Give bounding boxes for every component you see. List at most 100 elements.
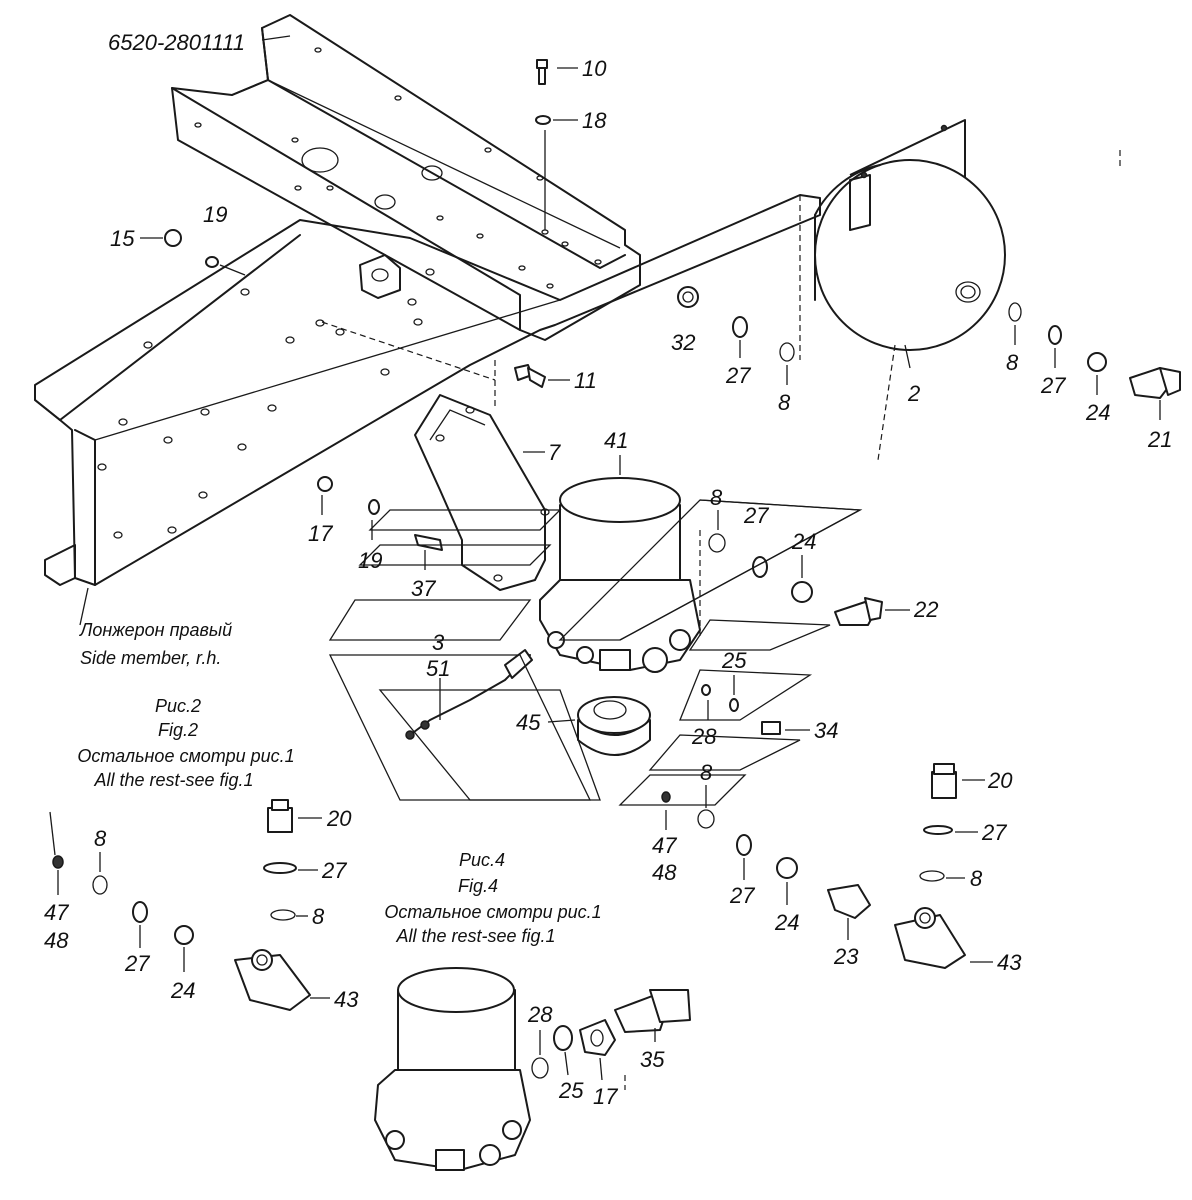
callout: 8 (1006, 350, 1019, 375)
callout: 23 (833, 944, 859, 969)
o-ring-25a (729, 698, 739, 712)
callout: 22 (913, 597, 938, 622)
leader-lines (49, 35, 1161, 1081)
callout: 27 (981, 820, 1007, 845)
callout: 32 (671, 330, 695, 355)
washer-8c (708, 533, 726, 553)
heater-cable (405, 649, 533, 740)
callout: 45 (516, 710, 541, 735)
washer-19a (205, 256, 219, 268)
nut-24c (776, 857, 798, 879)
part-number-label: 6520-2801111 (108, 30, 245, 55)
callout: 8 (700, 760, 713, 785)
o-ring-27a (732, 316, 748, 338)
assembly-axis-lines (321, 150, 1121, 1090)
o-ring-27g (132, 901, 148, 923)
nut-17b (579, 1019, 616, 1056)
o-ring-47b (52, 855, 64, 869)
callout: 10 (582, 56, 607, 81)
fig4-en: Fig.4 (458, 876, 498, 896)
washer-18 (535, 115, 551, 125)
heater-element (577, 696, 651, 756)
fitting-23 (827, 884, 871, 919)
callout: 47 (652, 833, 677, 858)
callout: 27 (729, 883, 755, 908)
o-ring-27c (752, 556, 768, 578)
cross-member-bracket (171, 14, 641, 341)
callout: 8 (710, 485, 723, 510)
tee-valve-43b (234, 949, 311, 1011)
callout: 24 (1085, 400, 1110, 425)
fitting-34 (761, 721, 781, 735)
fig4-rest-ru: Остальное смотри рис.1 (384, 902, 601, 922)
washer-28a (701, 684, 711, 696)
o-ring-27d (923, 825, 953, 835)
o-ring-27f (263, 862, 297, 874)
o-ring-25b (553, 1025, 573, 1051)
fig2-rest-ru: Остальное смотри рис.1 (77, 746, 294, 766)
fig4-rest-en: All the rest-see fig.1 (395, 926, 555, 946)
air-dryer-lower (374, 967, 531, 1171)
stud-37 (414, 534, 443, 551)
bolt-10 (536, 59, 548, 85)
side-member-ru: Лонжерон правый (79, 620, 232, 640)
washer-8d (697, 809, 715, 829)
callout: 17 (308, 521, 333, 546)
air-dryer-assembly (539, 477, 701, 673)
nut-15 (164, 229, 182, 247)
fig4-ru: Рис.4 (459, 850, 505, 870)
washer-8b (1008, 302, 1022, 322)
nut-24a (1087, 352, 1107, 372)
adapter-20b (267, 799, 293, 833)
o-ring-27b (1048, 325, 1062, 345)
callout: 28 (691, 724, 717, 749)
callout: 19 (203, 202, 227, 227)
callout: 19 (358, 548, 382, 573)
callout: 7 (548, 440, 561, 465)
callout: 27 (743, 503, 769, 528)
rail-holes (97, 268, 435, 539)
callout: 3 (432, 630, 445, 655)
callout: 27 (321, 858, 347, 883)
callout: 20 (987, 768, 1013, 793)
callout: 25 (558, 1078, 584, 1103)
callout-plates (328, 499, 863, 806)
washer-8a (779, 342, 795, 362)
callout: 48 (44, 928, 69, 953)
callout: 43 (334, 987, 359, 1012)
callout: 25 (721, 648, 747, 673)
fig2-en: Fig.2 (158, 720, 198, 740)
washer-28b (531, 1057, 549, 1079)
callout: 41 (604, 428, 628, 453)
callout: 34 (814, 718, 838, 743)
plug-32 (677, 286, 699, 308)
callout: 24 (791, 529, 816, 554)
o-ring-27e (736, 834, 752, 856)
callout-labels: 10 18 19 15 32 27 8 8 27 24 21 2 11 7 41… (44, 56, 1172, 1109)
callout: 47 (44, 900, 69, 925)
callout: 8 (970, 866, 983, 891)
callout: 8 (778, 390, 791, 415)
washer-8f (270, 909, 296, 921)
elbow-22 (834, 597, 883, 626)
callout: 27 (725, 363, 751, 388)
washer-8e (919, 870, 945, 882)
dryer-mounting-bracket (414, 394, 550, 591)
callout: 37 (411, 576, 436, 601)
elbow-35 (614, 989, 691, 1033)
callout: 51 (426, 656, 450, 681)
washer-8g (92, 875, 108, 895)
fig2-rest-en: All the rest-see fig.1 (93, 770, 253, 790)
callout: 28 (527, 1002, 553, 1027)
tee-valve-43a (894, 907, 966, 969)
air-receiver-tank (814, 119, 1006, 351)
callout: 8 (94, 826, 107, 851)
elbow-21 (1129, 367, 1181, 399)
callout: 21 (1147, 427, 1172, 452)
callout: 24 (774, 910, 799, 935)
o-ring-47a (661, 791, 671, 803)
callout: 18 (582, 108, 607, 133)
fig2-ru: Рис.2 (155, 696, 201, 716)
